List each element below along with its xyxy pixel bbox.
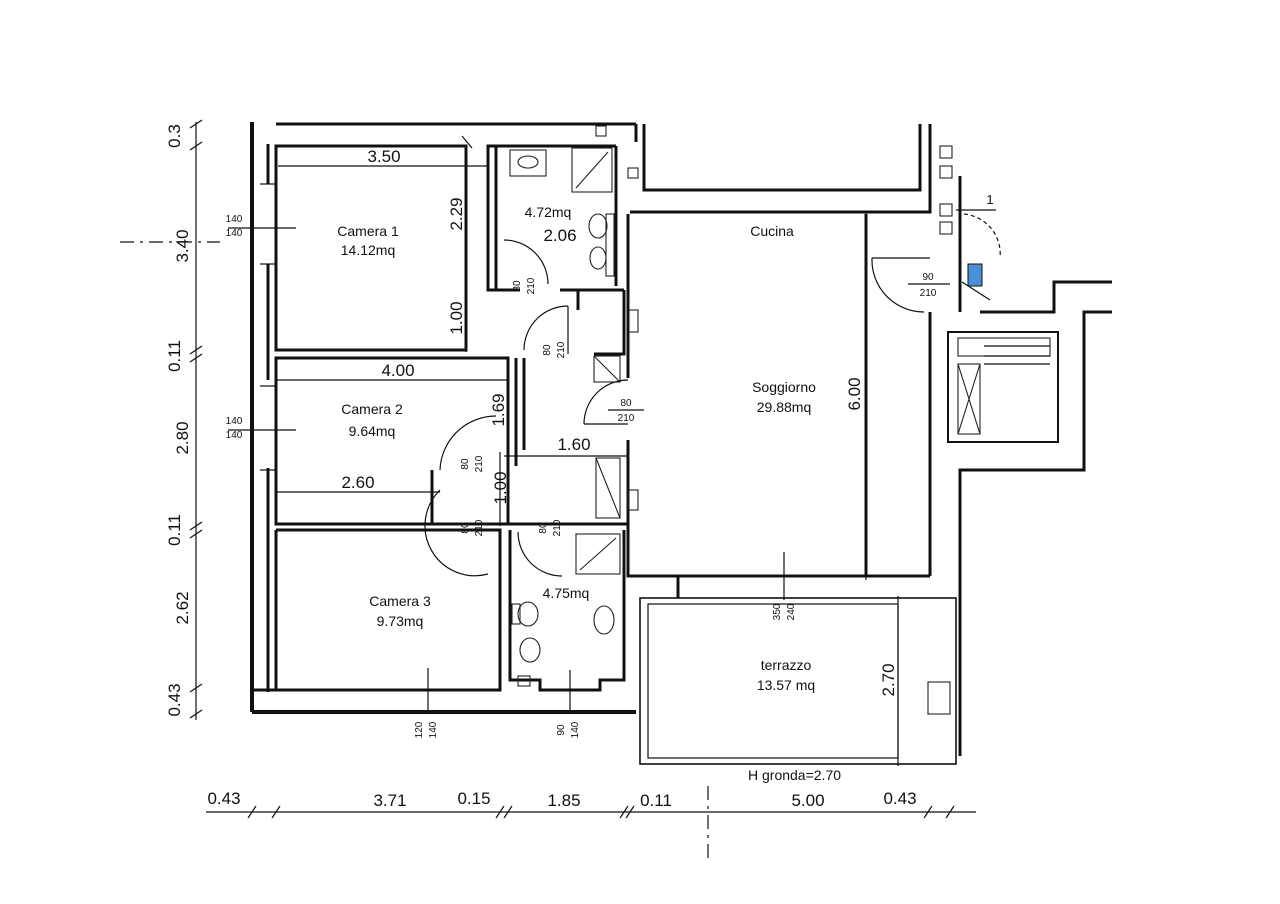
cucina-name: Cucina [750,223,794,239]
door-c3-w: 80 [460,522,471,534]
door-c2-h: 210 [474,455,485,472]
left-dimension-chain: 0.3 3.40 0.11 2.80 0.11 2.62 0.43 [120,119,220,720]
entry-marker [967,263,983,287]
terrazzo-area: 13.57 mq [757,677,815,693]
door-c3-h: 210 [474,519,485,536]
camera-3: Camera 3 9.73mq 120 140 80 210 [274,519,502,738]
door-entry-h: 210 [920,288,937,299]
left-dim-0: 0.3 [165,124,184,148]
camera-1: Camera 1 14.12mq 140 140 [226,144,468,352]
gronda: H gronda=2.70 [748,767,841,783]
corridor: 80 210 [523,290,639,383]
c2-inner: 2.60 [341,473,374,492]
door-entry-w: 90 [922,272,934,283]
camera-2-name: Camera 2 [341,401,403,417]
door-bagno2-w: 80 [538,522,549,534]
bagno-1-area: 4.72mq [525,204,572,220]
bagno-1: 4.72mq 2.06 80 210 [486,125,639,294]
bottom-dim-3: 1.85 [547,791,580,810]
c2-width: 4.00 [381,361,414,380]
soggiorno-name: Soggiorno [752,379,816,395]
terrazzo: terrazzo 13.57 mq 2.70 H gronda=2.70 [639,596,957,783]
bagno-1-width: 2.06 [543,226,576,245]
outer-walls [250,122,932,714]
camera-3-name: Camera 3 [369,593,431,609]
dim-c1-height: 2.29 1.00 [447,146,467,352]
door-c1-h: 210 [556,341,567,358]
door-sogg-h: 210 [618,413,635,424]
left-dim-4: 0.11 [165,514,184,546]
bottom-dim-2: 0.15 [457,789,490,808]
door-bagno2-h: 210 [552,519,563,536]
soggiorno: 80 210 Cucina Soggiorno 29.88mq 6.00 90 … [583,212,950,620]
win-c2-w: 140 [226,416,243,427]
svg-text:1.00: 1.00 [447,301,466,334]
corner-dim: 1 [986,192,993,207]
win-c3-w: 120 [414,721,425,738]
bagno-2: 80 210 4.75mq 90 140 [508,519,626,738]
door-c2-w: 80 [460,458,471,470]
svg-text:3.50: 3.50 [367,147,400,166]
pf-w: 350 [772,603,783,620]
door-bagno1-h: 210 [526,277,537,294]
camera-2: Camera 2 9.64mq 140 140 4.00 2.60 1.69 8… [226,356,526,577]
bottom-dim-5: 5.00 [791,791,824,810]
hall: 1.00 1.60 [491,435,630,526]
c2-h: 1.69 [489,393,508,426]
left-dim-6: 0.43 [165,683,184,716]
win-c3-h: 140 [428,721,439,738]
door-c1-w: 80 [542,344,553,356]
camera-3-area: 9.73mq [377,613,424,629]
win-bagno2-h: 140 [570,721,581,738]
soggiorno-height: 6.00 [845,377,864,410]
left-dim-3: 2.80 [173,421,192,454]
bottom-dim-1: 3.71 [373,791,406,810]
left-dim-5: 2.62 [173,591,192,624]
bottom-dim-6: 0.43 [883,789,916,808]
camera-2-area: 9.64mq [349,423,396,439]
win-c2-h: 140 [226,430,243,441]
camera-1-area: 14.12mq [341,242,395,258]
corr-1-00-bot: 1.00 [491,471,510,504]
door-sogg-w: 80 [620,398,632,409]
camera-1-name: Camera 1 [337,223,399,239]
pf-h: 240 [786,603,797,620]
soggiorno-area: 29.88mq [757,399,811,415]
win-bagno2-w: 90 [556,724,567,736]
svg-text:2.29: 2.29 [447,197,466,230]
service-area: 1 [939,145,1112,756]
left-dim-2: 0.11 [165,340,184,372]
terrazzo-name: terrazzo [761,657,812,673]
bottom-dimension-chain: 0.43 3.71 0.15 1.85 0.11 5.00 0.43 [206,786,976,862]
hall-width: 1.60 [557,435,590,454]
bagno-2-area: 4.75mq [543,585,590,601]
terrazzo-height: 2.70 [879,663,898,696]
win-c1-h: 140 [226,228,243,239]
left-dim-1: 3.40 [173,229,192,262]
bottom-dim-0: 0.43 [207,789,240,808]
door-bagno1-w: 80 [512,280,523,292]
win-c1-w: 140 [226,214,243,225]
bottom-dim-4: 0.11 [640,791,672,810]
dim-c1-width: 3.50 [278,135,488,167]
